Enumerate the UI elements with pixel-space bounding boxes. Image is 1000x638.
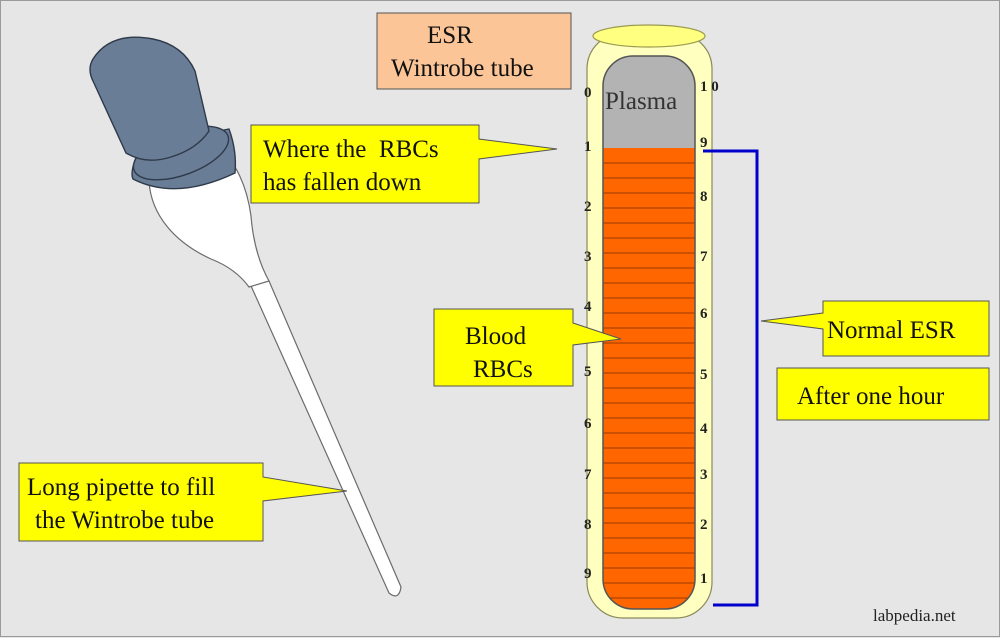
title-line-1: ESR — [427, 22, 473, 49]
left-scale-tick-label: 1 — [584, 139, 592, 155]
rbc-layer — [603, 148, 695, 609]
normal-esr-bracket — [703, 149, 759, 607]
callout-pipette-line-2: the Wintrobe tube — [35, 507, 214, 534]
left-scale-tick-label: 9 — [584, 566, 592, 582]
left-scale-tick-label: 6 — [584, 416, 592, 432]
callout-blood-line-1: Blood — [465, 323, 527, 350]
left-scale-tick-label: 8 — [584, 517, 592, 533]
callout-rbc-fallen: Where the RBCs has fallen down — [250, 124, 558, 204]
left-scale-tick-label: 3 — [584, 249, 592, 265]
callout-normal-esr-text: Normal ESR — [827, 317, 956, 344]
right-scale-tick-label: 2 — [700, 517, 708, 533]
left-scale: 0 1 2 3 4 5 6 7 8 9 — [584, 85, 592, 582]
title-box: ESR Wintrobe tube — [376, 12, 572, 90]
after-one-hour-text: After one hour — [797, 383, 945, 410]
callout-blood-rbcs: Blood RBCs — [433, 308, 622, 387]
wintrobe-tube: Plasma — [586, 24, 713, 619]
left-scale-tick-label: 7 — [584, 467, 592, 483]
right-scale-tick-label: 9 — [700, 135, 708, 151]
watermark: labpedia.net — [873, 606, 956, 625]
callout-pipette-line-1: Long pipette to fill — [27, 474, 215, 501]
plasma-layer — [603, 56, 695, 148]
pipette-bulb-top — [89, 36, 210, 161]
rbc-graduation-lines — [603, 162, 695, 599]
right-scale: 1 0 9 8 7 6 5 4 3 2 1 — [700, 79, 719, 587]
callout-rbc-fallen-line-2: has fallen down — [263, 169, 422, 196]
right-scale-tick-label: 1 0 — [700, 79, 719, 95]
left-scale-tick-label: 2 — [584, 199, 592, 215]
after-one-hour-box: After one hour — [776, 367, 990, 421]
callout-pipette: Long pipette to fill the Wintrobe tube — [18, 462, 348, 542]
pipette — [89, 36, 402, 597]
left-scale-tick-label: 5 — [584, 364, 592, 380]
title-line-2: Wintrobe tube — [391, 55, 534, 82]
right-scale-tick-label: 7 — [700, 249, 708, 265]
right-scale-tick-label: 5 — [700, 367, 708, 383]
right-scale-tick-label: 1 — [700, 571, 708, 587]
left-scale-tick-label: 0 — [584, 85, 592, 101]
right-scale-tick-label: 4 — [700, 421, 708, 437]
tube-cap — [592, 24, 706, 48]
left-scale-tick-label: 4 — [584, 299, 592, 315]
right-scale-tick-label: 8 — [700, 189, 708, 205]
plasma-label: Plasma — [605, 88, 677, 115]
right-scale-tick-label: 3 — [700, 467, 708, 483]
right-scale-tick-label: 6 — [700, 306, 708, 322]
callout-blood-line-2: RBCs — [473, 356, 533, 383]
callout-rbc-fallen-line-1: Where the RBCs — [263, 136, 439, 163]
callout-normal-esr: Normal ESR — [760, 300, 990, 357]
pipette-stem — [245, 276, 402, 597]
